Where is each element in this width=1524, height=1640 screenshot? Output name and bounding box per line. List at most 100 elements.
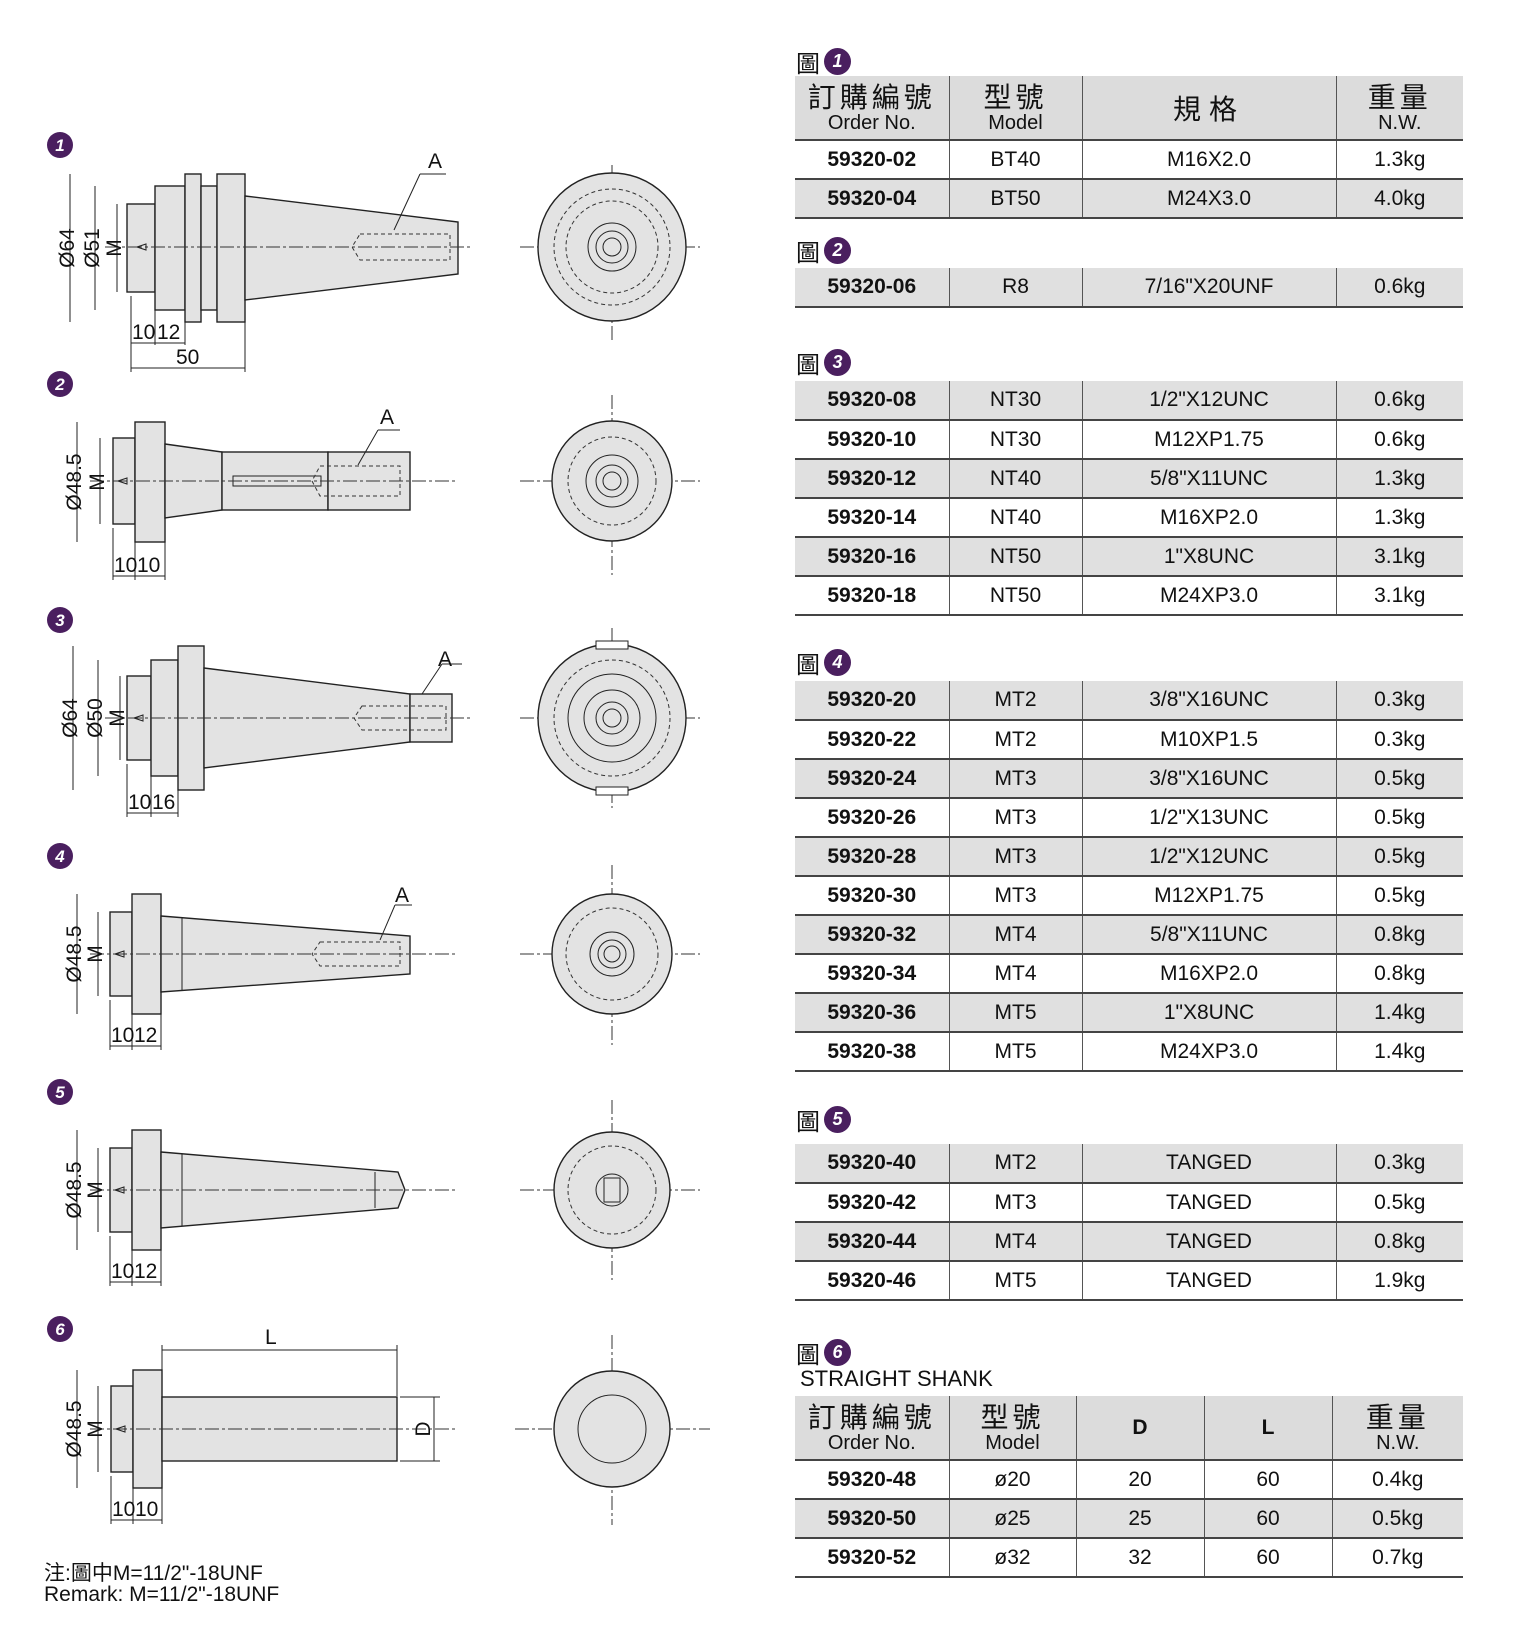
cell-spec: 1"X8UNC [1081, 993, 1336, 1032]
cell-weight: 1.4kg [1335, 1032, 1463, 1071]
figure-badge-1: 1 [824, 48, 851, 75]
svg-text:Ø48.5: Ø48.5 [63, 453, 86, 510]
figure-badge-1 [47, 132, 73, 158]
cell-model: BT40 [948, 140, 1082, 179]
cell-spec: M16XP2.0 [1081, 498, 1336, 537]
cell-weight: 0.6kg [1335, 268, 1463, 307]
cell-order: 59320-20 [795, 681, 949, 720]
cell-model: MT3 [948, 759, 1082, 798]
cell-weight: 1.4kg [1335, 993, 1463, 1032]
cell-order: 59320-52 [827, 1545, 917, 1569]
cell-order: 59320-36 [795, 993, 949, 1032]
cell-weight: 0.5kg [1335, 837, 1463, 876]
svg-text:A: A [438, 648, 452, 671]
svg-text:Ø64: Ø64 [59, 698, 82, 738]
cell-weight: 0.3kg [1335, 1144, 1463, 1183]
cell-d: 32 [1075, 1538, 1204, 1577]
cell-model: ø32 [948, 1538, 1076, 1577]
cell-weight: 0.8kg [1335, 915, 1463, 954]
cell-order: 59320-26 [827, 805, 917, 829]
cell-weight: 4.0kg [1335, 179, 1463, 218]
figure-4-drawing: 4 Ø48.5 M A 10 12 [47, 843, 700, 1050]
figure-badge-5 [47, 1079, 73, 1105]
figure-5-end-view [520, 1100, 700, 1280]
svg-text:Ø51: Ø51 [81, 228, 104, 268]
cell-model: MT4 [948, 954, 1082, 993]
svg-text:Ø48.5: Ø48.5 [63, 925, 86, 982]
cell-order: 59320-44 [795, 1222, 949, 1261]
svg-text:M: M [103, 239, 126, 257]
remark-english: Remark: M=11/2"-18UNF [44, 1583, 280, 1606]
cell-order: 59320-04 [795, 179, 949, 218]
cell-order: 59320-34 [827, 961, 917, 985]
cell-order: 59320-06 [795, 268, 949, 307]
header-spec: 規格 [1081, 76, 1336, 140]
svg-text:M: M [106, 709, 129, 727]
header-d: D [1075, 1396, 1204, 1460]
svg-text:A: A [428, 150, 442, 173]
cell-model: MT3 [948, 837, 1082, 876]
figure-1-end-view [520, 165, 700, 340]
cell-spec: 7/16"X20UNF [1081, 268, 1336, 307]
cell-spec: 5/8"X11UNC [1081, 915, 1336, 954]
cell-order: 59320-08 [795, 381, 949, 420]
cell-order: 59320-32 [795, 915, 949, 954]
cell-weight: 0.3kg [1335, 720, 1463, 759]
cell-model: MT2 [948, 1144, 1082, 1183]
cell-weight: 1.3kg [1335, 498, 1463, 537]
cell-model: MT4 [948, 915, 1082, 954]
figure-badge-3 [47, 607, 73, 633]
cell-weight: 0.3kg [1335, 681, 1463, 720]
cell-order: 59320-14 [827, 505, 917, 529]
figure-badge-4 [47, 843, 73, 869]
svg-text:10: 10 [137, 554, 160, 577]
cell-model: MT5 [948, 1032, 1082, 1071]
cell-spec: TANGED [1081, 1261, 1336, 1300]
figure-3-drawing: 3 Ø64 Ø50 M A 10 16 [47, 607, 700, 817]
cell-model: MT3 [948, 1183, 1082, 1222]
figure-badge-4: 4 [824, 649, 851, 676]
cell-order: 59320-30 [827, 883, 917, 907]
cell-d: 25 [1075, 1499, 1204, 1538]
cell-model: NT50 [948, 576, 1082, 615]
svg-text:1: 1 [55, 136, 64, 155]
cell-order: 59320-12 [795, 459, 949, 498]
svg-text:10: 10 [132, 321, 155, 344]
cell-spec: TANGED [1081, 1183, 1336, 1222]
cell-model: BT50 [948, 179, 1082, 218]
cell-l: 60 [1203, 1460, 1332, 1499]
cell-spec: 1/2"X12UNC [1081, 381, 1336, 420]
cell-spec: 3/8"X16UNC [1081, 681, 1336, 720]
svg-text:2: 2 [54, 375, 65, 394]
cell-weight: 0.5kg [1335, 876, 1463, 915]
svg-text:10: 10 [114, 554, 137, 577]
svg-text:Ø48.5: Ø48.5 [63, 1161, 86, 1218]
figure-4-end-view [520, 865, 700, 1045]
cell-order: 59320-16 [795, 537, 949, 576]
cell-weight: 1.3kg [1335, 459, 1463, 498]
cell-spec: 1/2"X12UNC [1081, 837, 1336, 876]
cell-d: 20 [1075, 1460, 1204, 1499]
svg-text:10: 10 [111, 1024, 134, 1047]
